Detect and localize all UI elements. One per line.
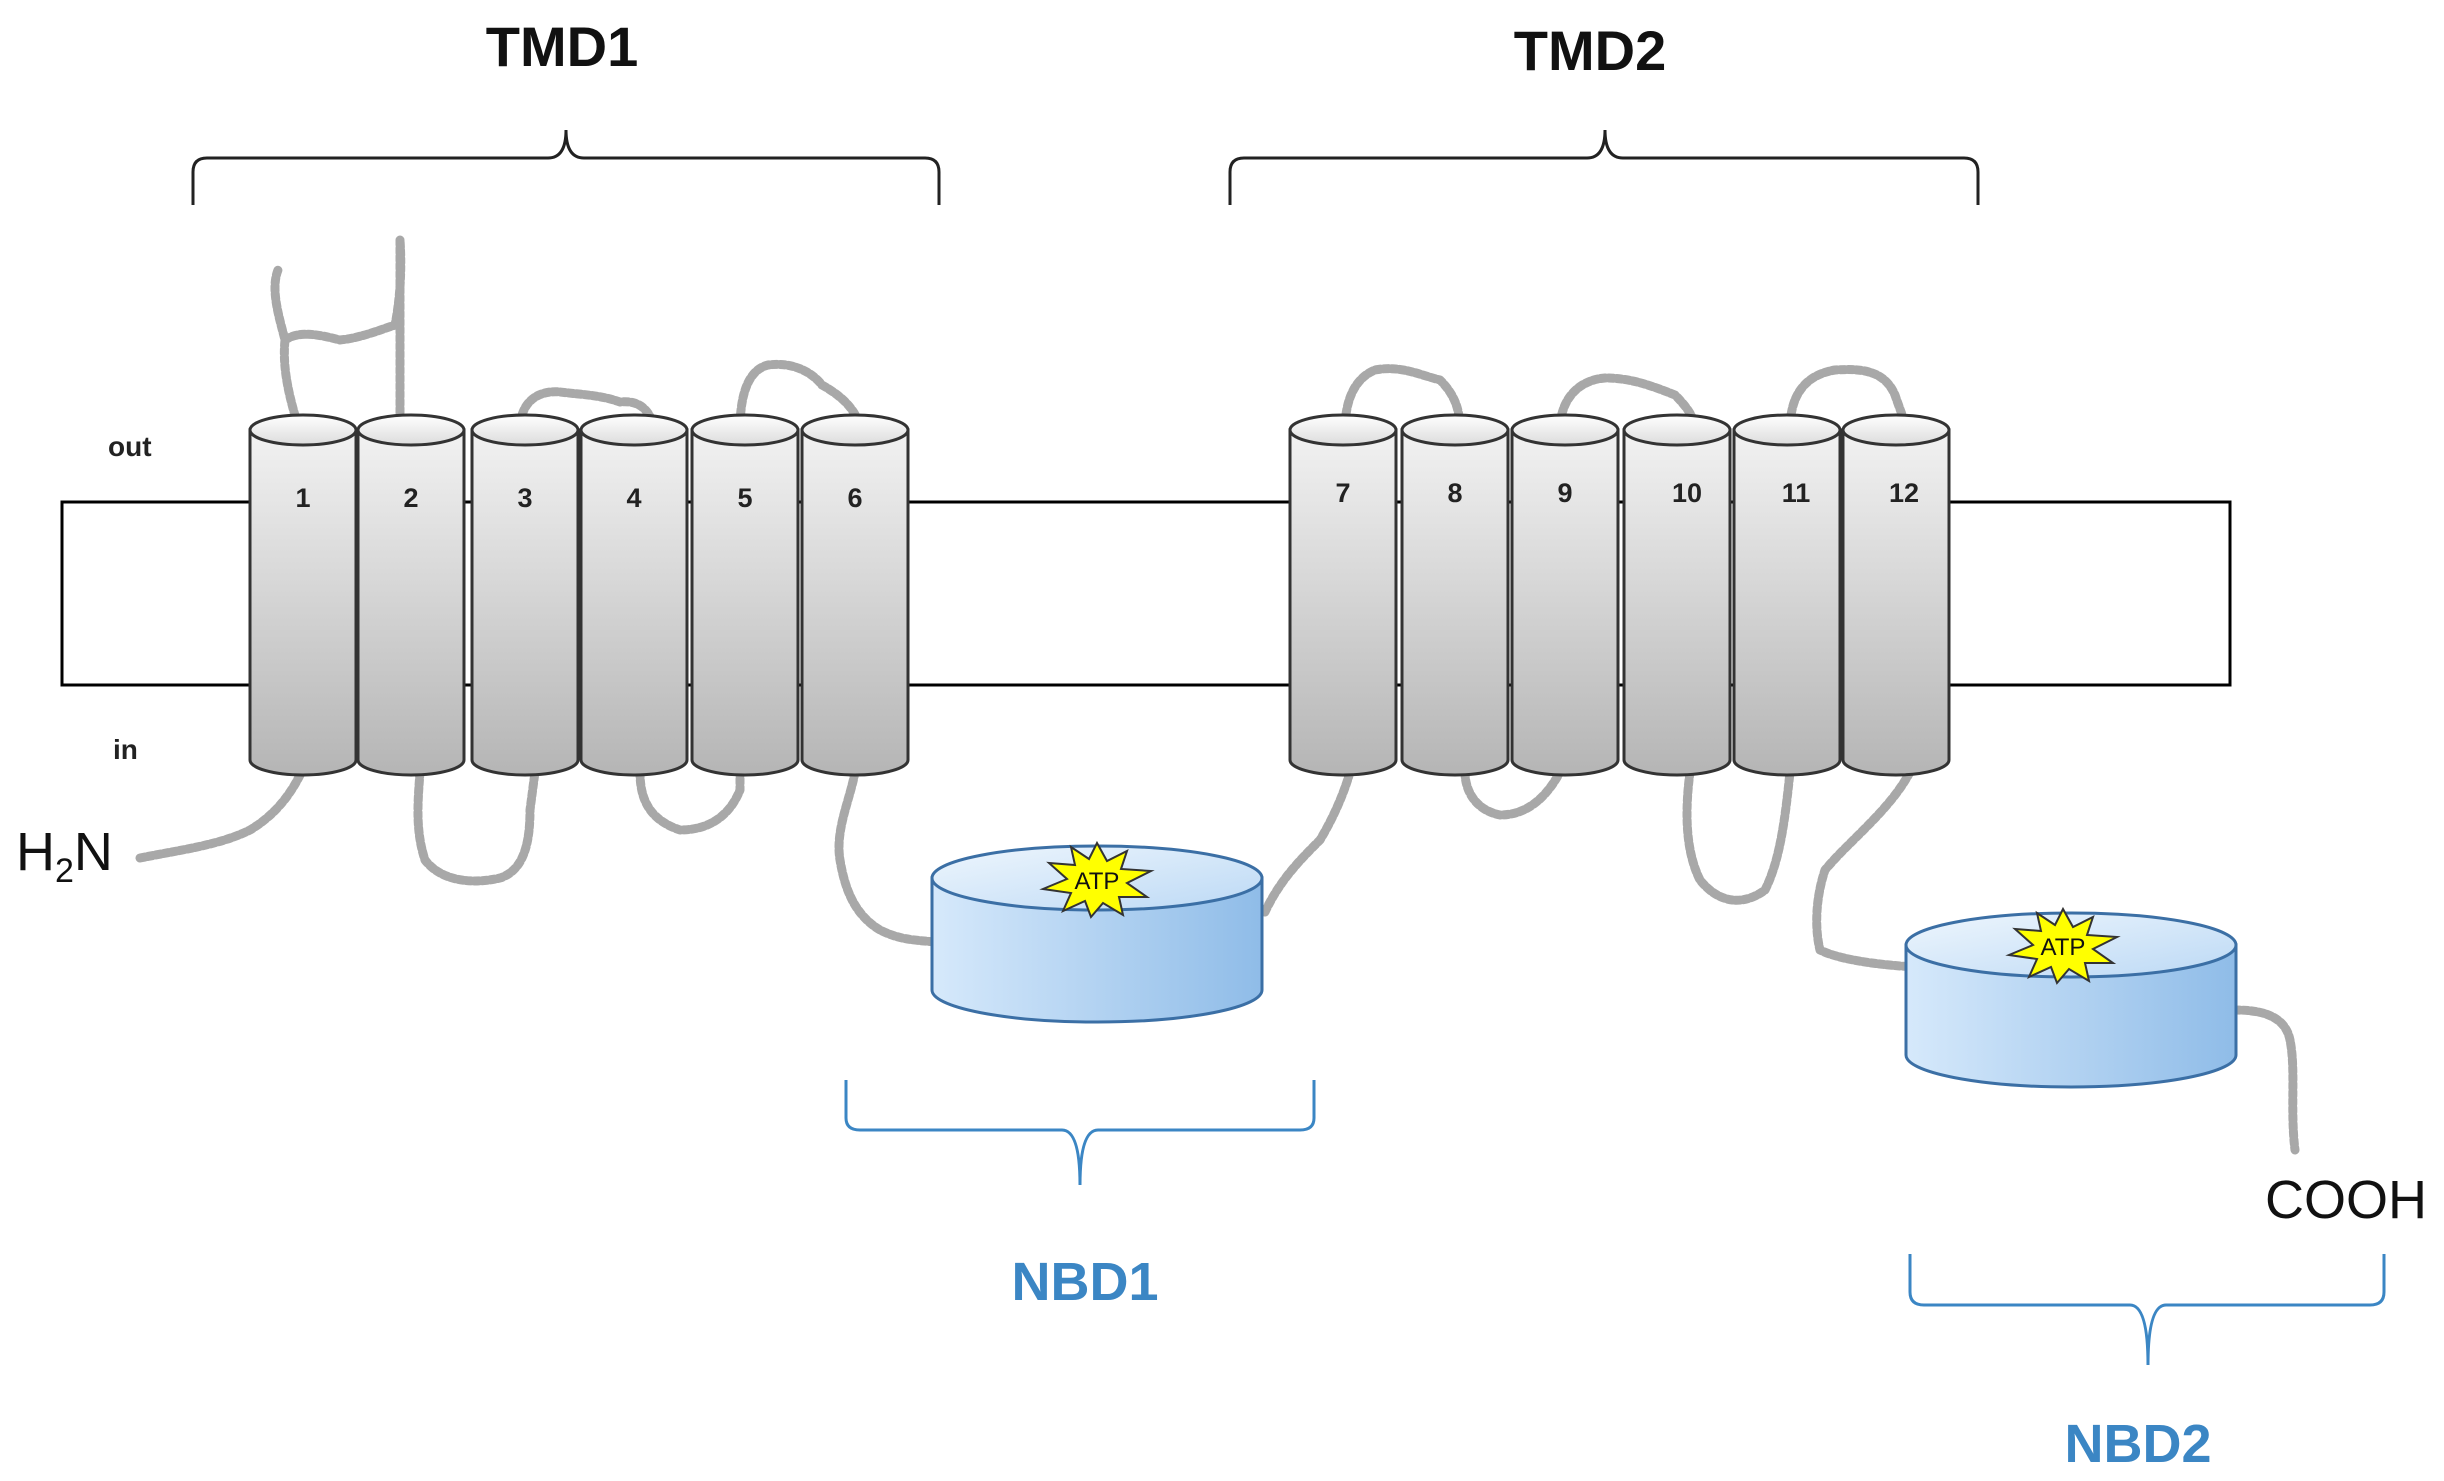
helix-11: 11 xyxy=(1732,413,1842,777)
nbd2-cylinder: ATP xyxy=(1904,906,2238,1089)
n-terminus-h: H xyxy=(16,822,55,882)
helix-2: 2 xyxy=(356,413,466,777)
helix-9: 9 xyxy=(1510,413,1620,777)
helices-tmd1: 1 2 3 4 5 6 xyxy=(248,413,910,777)
helix-11-number: 11 xyxy=(1782,478,1811,508)
helix-3-number: 3 xyxy=(517,483,532,513)
helix-1: 1 xyxy=(248,413,358,777)
in-label: in xyxy=(113,734,138,765)
nbd2-bracket xyxy=(1908,1254,2386,1366)
tmd1-label: TMD1 xyxy=(486,15,638,78)
helix-4-number: 4 xyxy=(626,483,641,513)
helix-5-number: 5 xyxy=(737,483,752,513)
n-terminus-n: N xyxy=(74,822,113,882)
helices-tmd2: 7 8 9 10 11 12 xyxy=(1288,413,1951,777)
helix-6-number: 6 xyxy=(847,483,862,513)
tmd2-label: TMD2 xyxy=(1514,19,1666,82)
chain-intracellular-loops xyxy=(135,767,2300,1155)
atp-burst-icon: ATP xyxy=(2005,906,2121,985)
helix-4: 4 xyxy=(579,413,689,777)
atp-burst-icon: ATP xyxy=(1039,840,1155,919)
tmd1-bracket xyxy=(191,129,941,205)
nbd1-bracket xyxy=(844,1080,1316,1186)
out-label: out xyxy=(108,431,152,462)
nbd1-label: NBD1 xyxy=(1011,1252,1158,1312)
helix-8-number: 8 xyxy=(1447,478,1462,508)
tmd2-bracket xyxy=(1228,129,1980,205)
chain-extracellular-loops xyxy=(270,235,1910,437)
helix-10: 10 xyxy=(1622,413,1732,777)
helix-12-number: 12 xyxy=(1889,478,1919,508)
c-terminus-label: COOH xyxy=(2265,1170,2427,1230)
atp-label-2: ATP xyxy=(2041,934,2086,961)
helix-2-number: 2 xyxy=(403,483,418,513)
n-terminus-subscript: 2 xyxy=(55,852,74,890)
helix-3: 3 xyxy=(470,413,580,777)
helix-12: 12 xyxy=(1841,413,1951,777)
helix-7: 7 xyxy=(1288,413,1398,777)
helix-10-number: 10 xyxy=(1672,478,1702,508)
n-terminus-label: H2N xyxy=(16,822,113,890)
helix-7-number: 7 xyxy=(1335,478,1350,508)
svg-text:H2N: H2N xyxy=(16,822,113,890)
helix-5: 5 xyxy=(690,413,800,777)
helix-6: 6 xyxy=(800,413,910,777)
helix-1-number: 1 xyxy=(295,483,310,513)
atp-label-1: ATP xyxy=(1075,868,1120,895)
nbd1-cylinder: ATP xyxy=(930,840,1264,1024)
helix-8: 8 xyxy=(1400,413,1510,777)
nbd2-label: NBD2 xyxy=(2064,1414,2211,1474)
helix-9-number: 9 xyxy=(1557,478,1572,508)
